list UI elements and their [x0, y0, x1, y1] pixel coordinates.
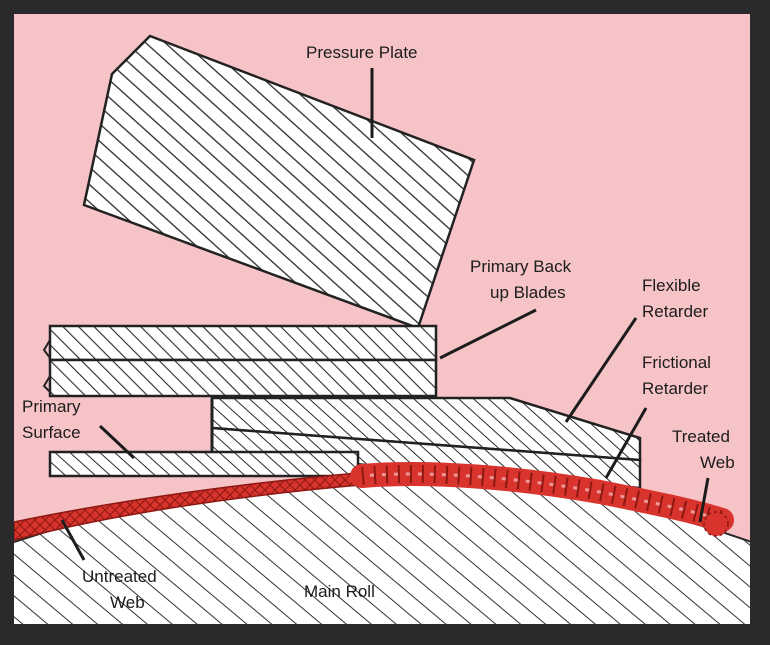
- leader-treated-web: [698, 477, 710, 523]
- label-flexible-retarder-line2: Retarder: [642, 302, 708, 321]
- main-roll: [14, 479, 750, 624]
- leader-backup-blades: [439, 308, 537, 360]
- treated-web-crimps: [361, 465, 725, 529]
- leader-primary-surface: [98, 424, 136, 460]
- label-primary-surface-line2: Surface: [22, 423, 81, 442]
- label-untreated-web-line2: Web: [110, 593, 145, 612]
- label-frictional-retarder-line1: Frictional: [642, 353, 711, 372]
- label-primary-backup-blades-line2: up Blades: [490, 283, 566, 302]
- leader-untreated-web: [60, 519, 86, 561]
- label-frictional-retarder-line2: Retarder: [642, 379, 708, 398]
- label-pressure-plate: Pressure Plate: [306, 43, 418, 62]
- primary-backup-blade-lower: [48, 358, 438, 398]
- label-primary-surface-line1: Primary: [22, 397, 81, 416]
- label-treated-web-line2: Web: [700, 453, 735, 472]
- primary-surface: [48, 450, 360, 478]
- leader-frictional-retarder: [604, 407, 648, 479]
- leader-lines: [60, 68, 710, 561]
- primary-backup-blade-upper: [48, 324, 438, 362]
- label-treated-web-line1: Treated: [672, 427, 730, 446]
- label-primary-backup-blades-line1: Primary Back: [470, 257, 572, 276]
- treated-web-end: [703, 511, 729, 537]
- label-flexible-retarder-line1: Flexible: [642, 276, 701, 295]
- label-untreated-web-line1: Untreated: [82, 567, 157, 586]
- leader-flexible-retarder: [564, 317, 638, 423]
- label-main-roll: Main Roll: [304, 582, 375, 601]
- pressure-plate: [82, 34, 476, 330]
